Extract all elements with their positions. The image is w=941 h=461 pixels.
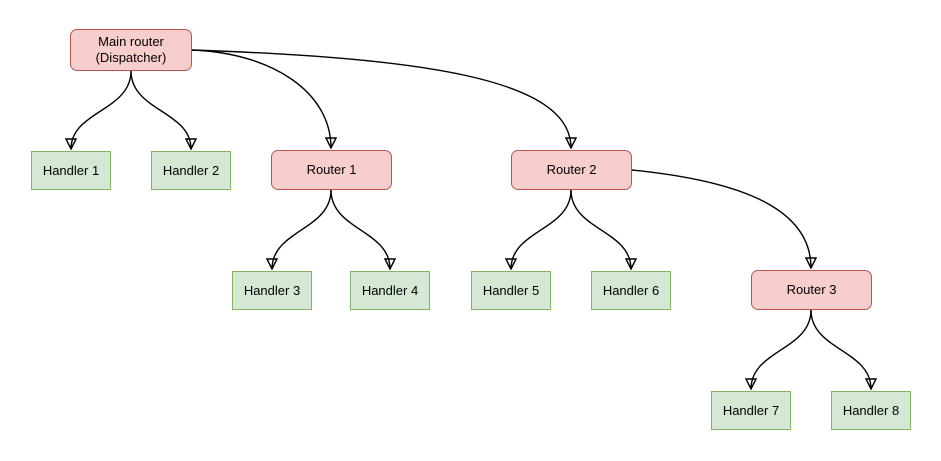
node-label: Handler 1	[42, 162, 100, 178]
node-handler-3: Handler 3	[232, 271, 312, 310]
edge-main-router-to-handler-2	[130, 70, 191, 149]
node-label: Router 3	[786, 282, 837, 297]
node-handler-1: Handler 1	[31, 151, 111, 190]
node-label: Handler 5	[482, 282, 540, 298]
node-handler-2: Handler 2	[151, 151, 231, 190]
node-label: Handler 6	[602, 282, 660, 298]
node-label: Router 1	[306, 162, 357, 177]
edge-main-router-to-router-1	[191, 49, 331, 148]
node-handler-8: Handler 8	[831, 391, 911, 430]
edge-router-2-to-handler-6	[570, 189, 631, 269]
node-label: Handler 8	[842, 402, 900, 418]
edge-router-1-to-handler-3	[272, 189, 332, 269]
edge-router-2-to-router-3	[631, 169, 811, 268]
node-handler-5: Handler 5	[471, 271, 551, 310]
node-label: Handler 4	[361, 282, 419, 298]
node-label: Handler 3	[243, 282, 301, 298]
node-label: Router 2	[546, 162, 597, 177]
node-label-line2: (Dispatcher)	[95, 50, 167, 65]
edge-router-3-to-handler-8	[810, 309, 871, 389]
edge-router-2-to-handler-5	[511, 189, 572, 269]
node-label-line1: Main router	[98, 34, 164, 49]
edge-router-1-to-handler-4	[330, 189, 390, 269]
node-handler-6: Handler 6	[591, 271, 671, 310]
node-handler-4: Handler 4	[350, 271, 430, 310]
node-router-2: Router 2	[511, 150, 632, 190]
node-router-3: Router 3	[751, 270, 872, 310]
edge-router-3-to-handler-7	[751, 309, 812, 389]
node-label: Handler 2	[162, 162, 220, 178]
node-main-router: Main router (Dispatcher)	[70, 29, 192, 71]
edge-main-router-to-router-2	[191, 49, 571, 148]
node-handler-7: Handler 7	[711, 391, 791, 430]
edge-main-router-to-handler-1	[71, 70, 132, 149]
node-router-1: Router 1	[271, 150, 392, 190]
node-label: Handler 7	[722, 402, 780, 418]
